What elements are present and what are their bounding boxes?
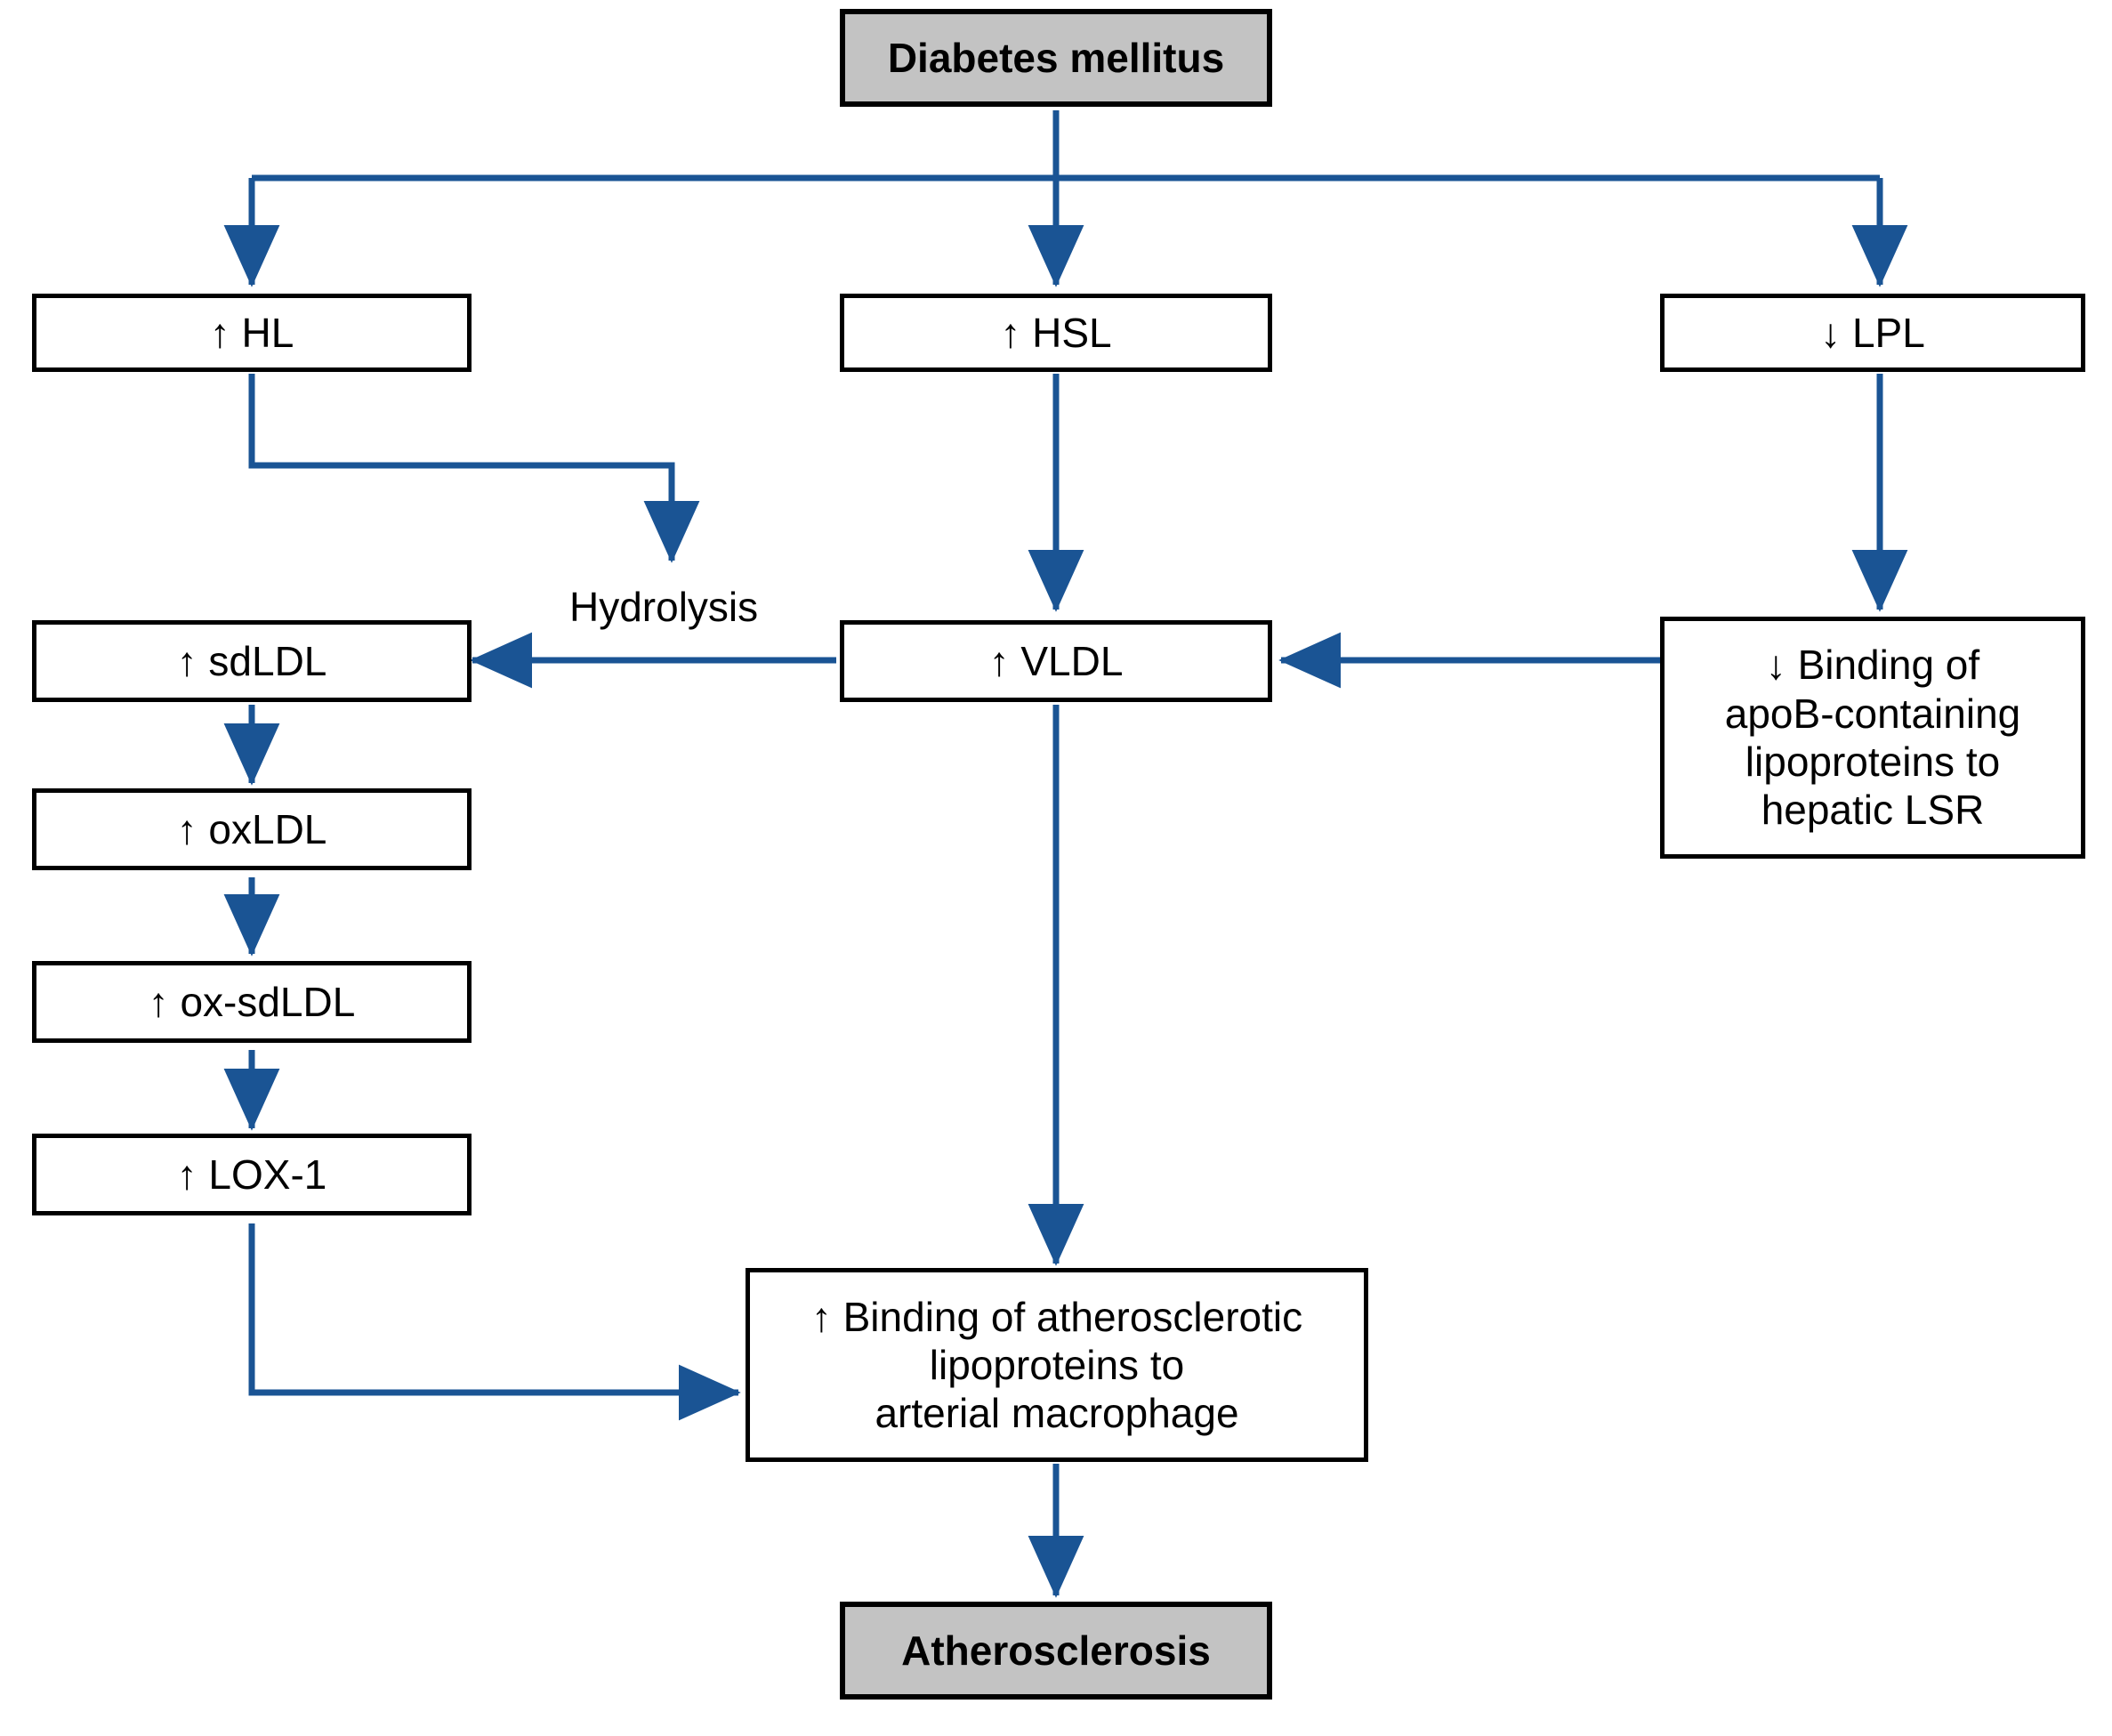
node-hsl-label: ↑ HSL <box>1000 309 1112 356</box>
node-lpl[interactable]: ↓ LPL <box>1660 294 2085 372</box>
node-atherosclerosis-label: Atherosclerosis <box>901 1627 1211 1674</box>
node-oxldl[interactable]: ↑ oxLDL <box>32 788 472 870</box>
node-lpl-label: ↓ LPL <box>1820 309 1925 356</box>
node-vldl-label: ↑ VLDL <box>988 637 1124 684</box>
node-diabetes-mellitus[interactable]: Diabetes mellitus <box>840 9 1272 107</box>
node-lox1[interactable]: ↑ LOX-1 <box>32 1134 472 1215</box>
node-sdldl[interactable]: ↑ sdLDL <box>32 620 472 702</box>
node-ox-sdldl-label: ↑ ox-sdLDL <box>148 978 356 1025</box>
node-ox-sdldl[interactable]: ↑ ox-sdLDL <box>32 961 472 1043</box>
node-apob-binding[interactable]: ↓ Binding of apoB-containing lipoprotein… <box>1660 617 2085 859</box>
node-binding-atherosclerotic-label: ↑ Binding of atherosclerotic lipoprotein… <box>810 1293 1303 1437</box>
node-sdldl-label: ↑ sdLDL <box>176 637 327 684</box>
edge-hl-to-hydrolysis <box>248 374 700 563</box>
node-diabetes-mellitus-label: Diabetes mellitus <box>887 34 1225 81</box>
node-hl[interactable]: ↑ HL <box>32 294 472 372</box>
node-oxldl-label: ↑ oxLDL <box>176 805 327 852</box>
node-apob-binding-label: ↓ Binding of apoB-containing lipoprotein… <box>1724 642 2021 834</box>
edge-label-hydrolysis: Hydrolysis <box>569 584 759 630</box>
node-hsl[interactable]: ↑ HSL <box>840 294 1272 372</box>
node-atherosclerosis[interactable]: Atherosclerosis <box>840 1602 1272 1700</box>
node-hl-label: ↑ HL <box>209 309 294 356</box>
node-vldl[interactable]: ↑ VLDL <box>840 620 1272 702</box>
node-lox1-label: ↑ LOX-1 <box>176 1151 327 1198</box>
edge-lox1-to-binding <box>248 1223 741 1421</box>
node-binding-atherosclerotic[interactable]: ↑ Binding of atherosclerotic lipoprotein… <box>746 1268 1368 1462</box>
